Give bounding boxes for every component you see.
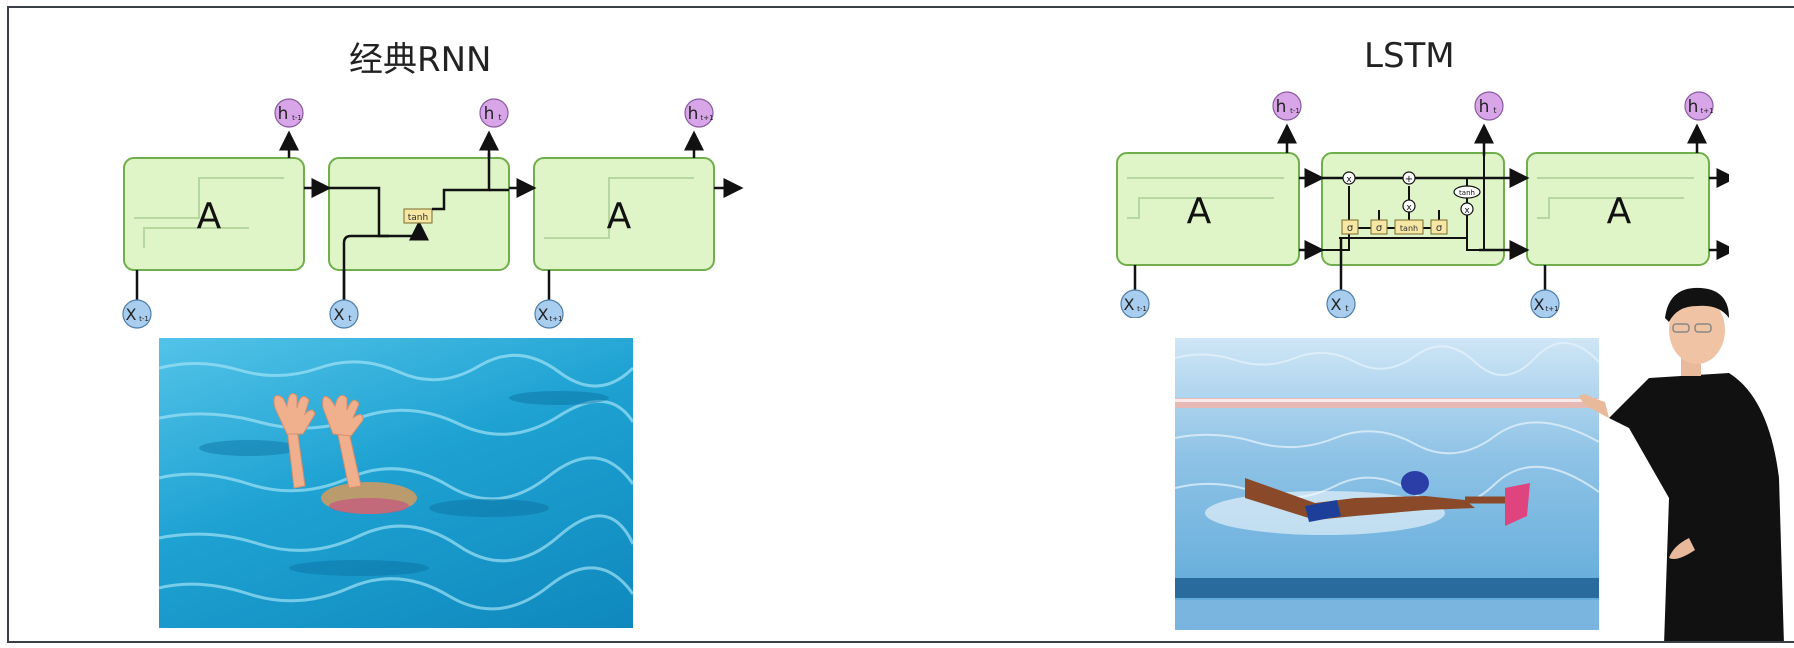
- svg-text:h: h: [278, 104, 289, 124]
- lstm-op-forget-mult: x: [1342, 171, 1356, 185]
- svg-text:t: t: [1345, 304, 1348, 313]
- svg-text:x: x: [1406, 203, 1412, 213]
- lstm-gate-output: σ: [1430, 219, 1448, 235]
- svg-text:t: t: [348, 314, 351, 323]
- svg-text:σ: σ: [1376, 223, 1383, 234]
- lstm-op-output-mult: x: [1460, 202, 1474, 216]
- lstm-input-node-1: X t-1: [1120, 289, 1150, 318]
- rnn-input-node-2: X t: [329, 299, 359, 329]
- svg-text:t+1: t+1: [549, 315, 562, 323]
- freestyle-swimmer-photo: [1175, 338, 1599, 630]
- rnn-cell-3-label: A: [607, 196, 632, 237]
- rnn-tanh-label: tanh: [408, 213, 428, 223]
- rnn-input-node-3: X t+1: [534, 299, 564, 329]
- svg-text:h: h: [1688, 97, 1699, 117]
- svg-text:X: X: [1124, 295, 1135, 314]
- lstm-title: LSTM: [1364, 36, 1455, 76]
- lstm-op-tanh: tanh: [1453, 185, 1481, 199]
- lstm-cell-3-label: A: [1607, 191, 1632, 232]
- svg-text:x: x: [1464, 206, 1470, 216]
- lstm-cell-1: [1116, 152, 1300, 266]
- rnn-tanh-box: [403, 208, 433, 224]
- lstm-gate-input: σ: [1370, 219, 1388, 235]
- presenter-photo: [1569, 278, 1794, 641]
- lstm-input-node-3: X t+1: [1530, 289, 1560, 318]
- svg-text:tanh: tanh: [1459, 189, 1475, 197]
- rnn-cell-1-label: A: [197, 196, 222, 237]
- svg-text:X: X: [538, 305, 549, 324]
- rnn-diagram: A A tanh h t-1: [122, 98, 744, 329]
- svg-text:X: X: [1331, 295, 1342, 314]
- lstm-gate-candidate: tanh: [1394, 219, 1424, 235]
- lstm-cell-3: [1526, 152, 1710, 266]
- svg-text:t-1: t-1: [139, 315, 149, 323]
- svg-text:t-1: t-1: [292, 114, 302, 122]
- svg-text:t-1: t-1: [1137, 305, 1147, 313]
- lstm-output-node-3: h t+1: [1684, 91, 1714, 121]
- svg-text:x: x: [1346, 175, 1352, 185]
- svg-text:X: X: [126, 305, 137, 324]
- rnn-cell-3: [533, 157, 715, 271]
- svg-text:t+1: t+1: [1545, 305, 1558, 313]
- lstm-input-node-2: X t: [1326, 289, 1356, 318]
- svg-text:tanh: tanh: [1400, 224, 1418, 233]
- svg-text:σ: σ: [1436, 223, 1443, 234]
- svg-text:σ: σ: [1347, 223, 1354, 234]
- svg-text:t: t: [1493, 106, 1496, 115]
- lstm-op-add: +: [1402, 171, 1416, 185]
- drowning-swimmer-photo: [159, 338, 633, 628]
- svg-text:h: h: [1479, 97, 1490, 117]
- svg-text:X: X: [334, 305, 345, 324]
- rnn-input-node-1: X t-1: [122, 299, 152, 329]
- svg-text:+: +: [1405, 174, 1413, 185]
- svg-text:h: h: [1276, 97, 1287, 117]
- svg-text:h: h: [484, 104, 495, 124]
- svg-text:t+1: t+1: [700, 114, 713, 122]
- svg-text:X: X: [1534, 295, 1545, 314]
- svg-text:t+1: t+1: [1700, 107, 1713, 115]
- lstm-output-node-2: h t: [1474, 91, 1504, 121]
- svg-text:t-1: t-1: [1290, 107, 1300, 115]
- rnn-cell-1: [123, 157, 305, 271]
- lstm-output-node-1: h t-1: [1272, 91, 1302, 121]
- svg-text:t: t: [498, 113, 501, 122]
- lstm-gate-forget: σ: [1341, 219, 1359, 235]
- lstm-op-input-mult: x: [1402, 199, 1416, 213]
- rnn-output-node-1: h t-1: [274, 98, 304, 128]
- slide: 经典RNN LSTM A A tanh: [7, 6, 1794, 643]
- rnn-output-node-3: h t+1: [684, 98, 714, 128]
- lstm-diagram: A A σ σ tanh: [1116, 91, 1729, 318]
- rnn-title: 经典RNN: [349, 40, 492, 80]
- rnn-output-node-2: h t: [479, 98, 509, 128]
- svg-text:h: h: [688, 104, 699, 124]
- lstm-cell-1-label: A: [1187, 191, 1212, 232]
